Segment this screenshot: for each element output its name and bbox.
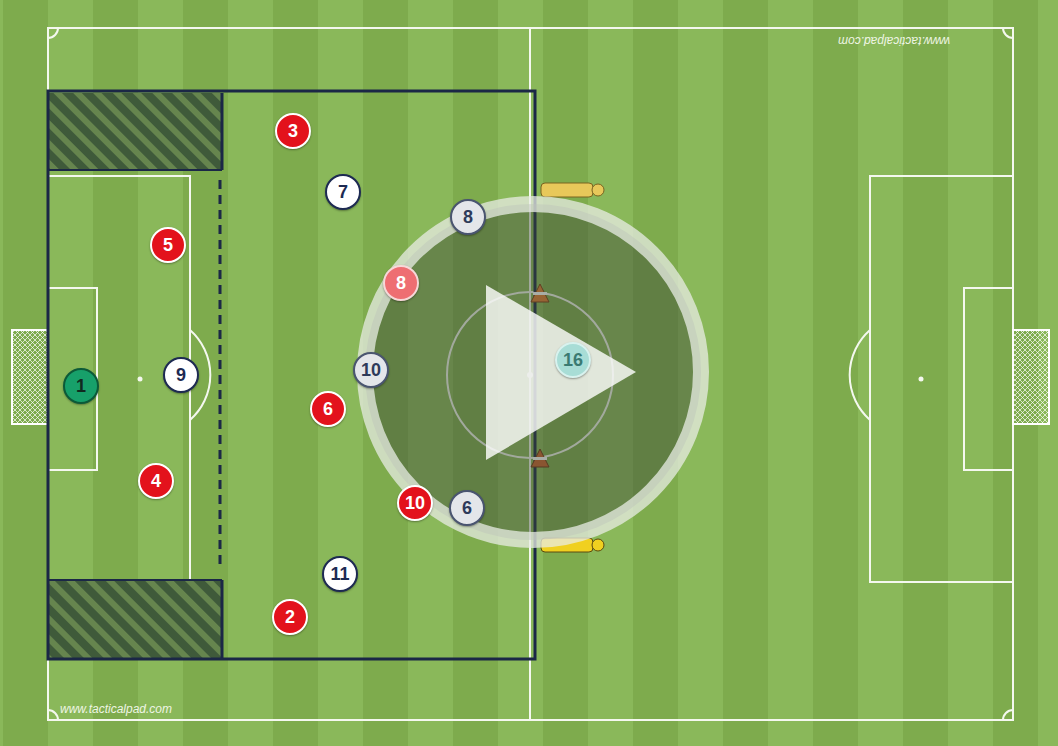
player-number: 2 (285, 608, 295, 626)
player-marker: 5 (150, 227, 186, 263)
player-marker: 10 (397, 485, 433, 521)
player-number: 8 (463, 208, 473, 226)
player-marker: 2 (272, 599, 308, 635)
player-number: 6 (323, 400, 333, 418)
player-number: 7 (338, 183, 348, 201)
player-marker: 8 (383, 265, 419, 301)
player-marker: 3 (275, 113, 311, 149)
watermark: www.tacticalpad.com (838, 34, 950, 48)
player-marker: 9 (163, 357, 199, 393)
player-number: 4 (151, 472, 161, 490)
player-number: 10 (405, 494, 425, 512)
player-number: 10 (361, 361, 381, 379)
play-button (365, 204, 701, 540)
player-marker: 10 (353, 352, 389, 388)
player-marker: 16 (555, 342, 591, 378)
player-marker: 7 (325, 174, 361, 210)
watermark: www.tacticalpad.com (60, 702, 172, 716)
player-number: 9 (176, 366, 186, 384)
player-number: 16 (563, 351, 583, 369)
player-marker: 11 (322, 556, 358, 592)
player-marker: 6 (310, 391, 346, 427)
player-number: 3 (288, 122, 298, 140)
player-number: 1 (76, 377, 86, 395)
player-number: 11 (330, 565, 349, 583)
player-number: 6 (462, 499, 472, 517)
player-marker: 1 (63, 368, 99, 404)
player-marker: 8 (450, 199, 486, 235)
player-number: 8 (396, 274, 406, 292)
player-number: 5 (163, 236, 173, 254)
player-marker: 4 (138, 463, 174, 499)
player-marker: 6 (449, 490, 485, 526)
